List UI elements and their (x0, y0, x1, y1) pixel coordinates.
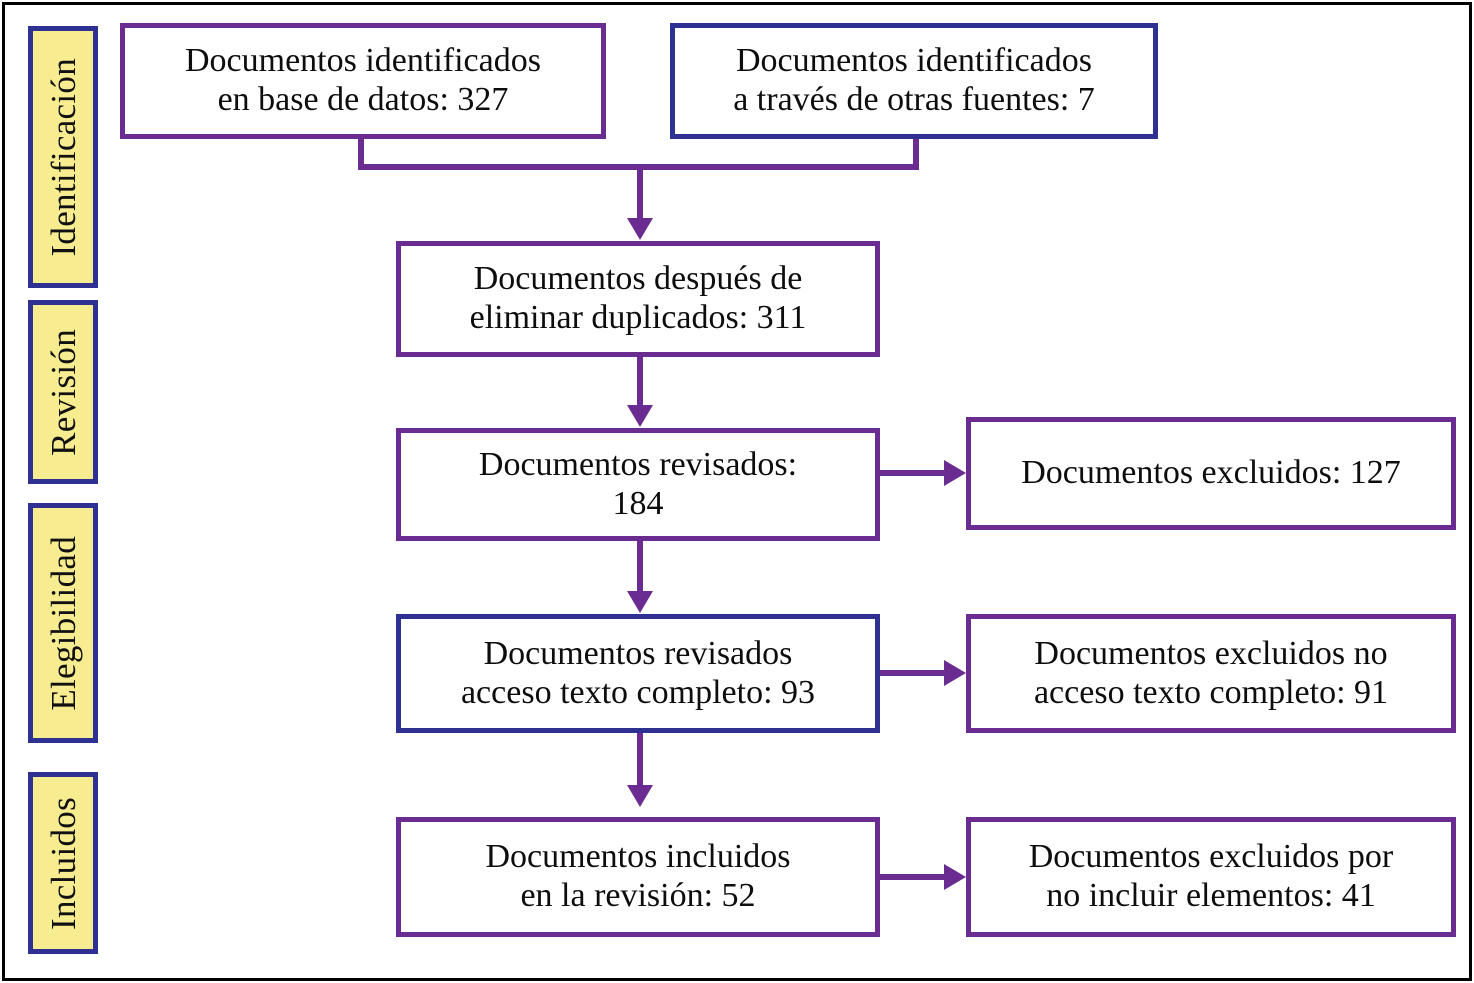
box-screened-text: Documentos revisados: 184 (479, 446, 797, 524)
box-identified-other-sources-text: Documentos identificados a través de otr… (733, 42, 1095, 120)
connector-screened-to-fulltext (637, 541, 643, 593)
box-excluded-fulltext-text: Documentos excluidos no acceso texto com… (1034, 635, 1388, 713)
arrow-after-duplicates-to-screened (627, 405, 653, 427)
stage-tab-incluidos: Incluidos (28, 772, 98, 954)
box-fulltext-assessed: Documentos revisados acceso texto comple… (396, 614, 880, 733)
arrow-merge-to-after-duplicates (627, 218, 653, 240)
box-after-duplicates-line1: Documentos después de (473, 260, 803, 298)
box-identified-database-text: Documentos identificados en base de dato… (185, 42, 541, 120)
box-fulltext-assessed-line1: Documentos revisados (483, 634, 793, 672)
connector-after-duplicates-to-screened (637, 357, 643, 407)
box-after-duplicates: Documentos después de eliminar duplicado… (396, 241, 880, 357)
box-screened-line1: Documentos revisados: (478, 445, 798, 483)
arrow-fulltext-to-excluded (944, 660, 966, 686)
box-included-review-line1: Documentos incluidos (485, 838, 791, 876)
box-excluded-screened-text: Documentos excluidos: 127 (1021, 454, 1401, 493)
stage-tab-identificacion: Identificación (28, 26, 98, 288)
box-fulltext-assessed-text: Documentos revisados acceso texto comple… (461, 635, 815, 713)
connector-fulltext-to-included (637, 733, 643, 787)
box-excluded-no-elements-line2: no incluir elementos: 41 (1046, 877, 1376, 914)
box-excluded-fulltext: Documentos excluidos no acceso texto com… (966, 614, 1456, 733)
box-after-duplicates-line2: eliminar duplicados: 311 (469, 299, 807, 336)
stage-tab-elegibilidad: Elegibilidad (28, 503, 98, 743)
box-identified-other-sources-line2: a través de otras fuentes: 7 (733, 81, 1095, 118)
box-identified-database-line2: en base de datos: 327 (217, 81, 509, 118)
box-after-duplicates-text: Documentos después de eliminar duplicado… (470, 260, 807, 338)
connector-screened-to-excluded (880, 470, 952, 476)
connector-included-to-excluded (880, 874, 952, 880)
box-excluded-no-elements-line1: Documentos excluidos por (1028, 838, 1394, 876)
box-excluded-fulltext-line1: Documentos excluidos no (1034, 634, 1388, 672)
connector-merge-drop (637, 164, 643, 220)
box-excluded-fulltext-line2: acceso texto completo: 91 (1033, 673, 1389, 711)
box-included-review-line2: en la revisión: 52 (520, 877, 756, 914)
arrow-included-to-excluded (944, 864, 966, 890)
box-screened-line2: 184 (612, 484, 664, 522)
box-identified-other-sources: Documentos identificados a través de otr… (670, 23, 1158, 139)
connector-stub-left (358, 139, 364, 170)
box-screened: Documentos revisados: 184 (396, 428, 880, 541)
box-excluded-no-elements: Documentos excluidos por no incluir elem… (966, 817, 1456, 937)
stage-tab-revision: Revisión (28, 300, 98, 484)
arrow-fulltext-to-included (627, 785, 653, 807)
box-included-review-text: Documentos incluidos en la revisión: 52 (485, 838, 790, 916)
stage-tab-elegibilidad-label: Elegibilidad (43, 535, 83, 711)
arrow-screened-to-fulltext (627, 591, 653, 613)
stage-tab-revision-label: Revisión (43, 328, 83, 456)
box-identified-other-sources-line1: Documentos identificados (736, 42, 1092, 80)
arrow-screened-to-excluded (944, 460, 966, 486)
box-included-review: Documentos incluidos en la revisión: 52 (396, 817, 880, 937)
box-excluded-screened: Documentos excluidos: 127 (966, 417, 1456, 530)
stage-tab-identificacion-label: Identificación (43, 57, 83, 257)
connector-fulltext-to-excluded (880, 670, 952, 676)
box-excluded-screened-line1: Documentos excluidos: 127 (1021, 454, 1401, 492)
box-identified-database: Documentos identificados en base de dato… (120, 23, 606, 139)
box-fulltext-assessed-line2: acceso texto completo: 93 (460, 673, 816, 711)
box-identified-database-line1: Documentos identificados (185, 42, 541, 80)
box-excluded-no-elements-text: Documentos excluidos por no incluir elem… (1029, 838, 1394, 916)
connector-stub-right (913, 139, 919, 170)
stage-tab-incluidos-label: Incluidos (43, 796, 83, 930)
